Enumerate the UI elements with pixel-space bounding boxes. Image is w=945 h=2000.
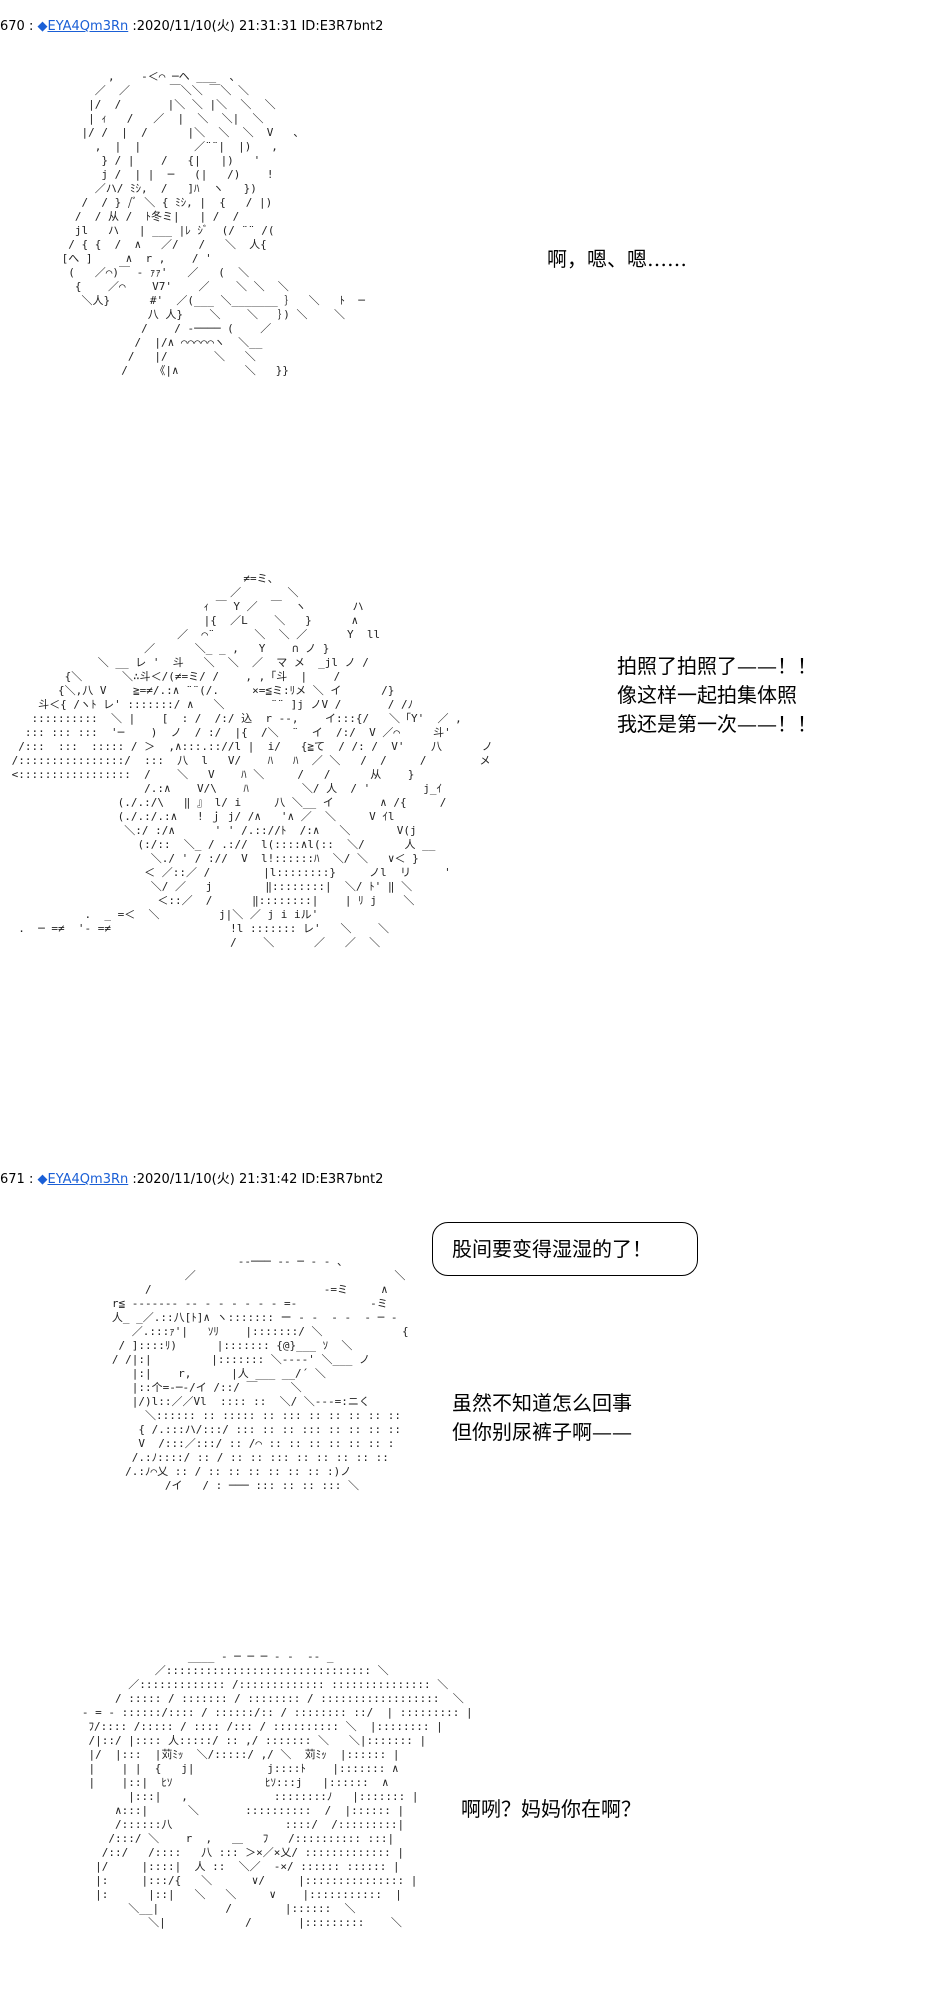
poster-name-link[interactable]: EYA4Qm3Rn <box>47 1172 129 1187</box>
post-datetime: :2020/11/10(火) 21:31:42 <box>128 1172 298 1187</box>
dialogue-line: 我还是第一次——！！ <box>617 712 817 736</box>
dialogue-line: 啊咧？妈妈你在啊？ <box>461 1797 641 1821</box>
post-number: 670 <box>0 19 25 34</box>
post-header-670: 670 : ◆EYA4Qm3Rn :2020/11/10(火) 21:31:31… <box>0 19 383 35</box>
trip-diamond-icon: ◆ <box>37 1172 48 1187</box>
post-id: ID:E3R7bnt2 <box>297 19 384 34</box>
post-number: 671 <box>0 1172 25 1187</box>
post-header-671: 671 : ◆EYA4Qm3Rn :2020/11/10(火) 21:31:42… <box>0 1172 383 1188</box>
dialogue-line: 但你别尿裤子啊—— <box>452 1420 632 1444</box>
ascii-art-mother-character: ____ ‐ ─ ─ ─ ‐ ‐ ‐‐ _ ／:::::::::::::::::… <box>81 1650 473 1929</box>
dialogue-line: 像这样一起拍集体照 <box>617 683 797 707</box>
post-separator: : <box>24 1172 38 1187</box>
dialogue-line: 虽然不知道怎么回事 <box>452 1391 632 1415</box>
ascii-art-cap-character: ‐‐─── ‐‐ ─ ‐ ‐ 、 ／ ＼ / ‐=ミ ∧ r≦ ‐‐‐‐‐‐‐ … <box>111 1255 409 1492</box>
post-datetime: :2020/11/10(火) 21:31:31 <box>128 19 298 34</box>
dialogue-line: 啊，嗯、嗯…… <box>547 247 687 271</box>
poster-name-link[interactable]: EYA4Qm3Rn <box>47 19 129 34</box>
speech-bubble-text: 股间要变得湿湿的了！ <box>452 1237 652 1261</box>
dialogue-line: 拍照了拍照了——！！ <box>617 654 817 678</box>
post-separator: : <box>24 19 38 34</box>
ascii-art-girl: , ‐＜⌒ ─ヘ ___ 、 ／ ／ ￣＼＼ ￣＼ ＼ |/ / |＼ ＼ |＼… <box>61 70 365 377</box>
ascii-art-group-photo: ≠=ミ、 ／ ＼ ｨ ￣ Y ／ ￣ ヽ ハ |{ ／L ＼ } ∧ ／ ⌒¨ … <box>11 572 493 949</box>
speech-bubble <box>432 1222 698 1276</box>
post-id: ID:E3R7bnt2 <box>297 1172 384 1187</box>
trip-diamond-icon: ◆ <box>37 19 48 34</box>
